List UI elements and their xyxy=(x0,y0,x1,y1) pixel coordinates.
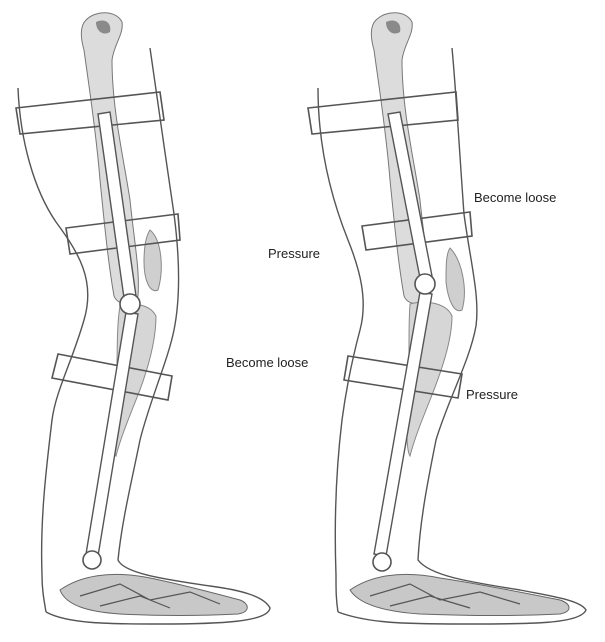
label-pressure-upper: Pressure xyxy=(268,247,320,261)
foot-bones-right xyxy=(350,574,569,615)
label-become-loose-lower: Become loose xyxy=(226,356,308,370)
label-become-loose-upper: Become loose xyxy=(474,191,556,205)
ankle-joint-left xyxy=(83,551,101,569)
upright-bar-lower-right xyxy=(374,292,432,556)
leg-outline-back-right xyxy=(318,88,363,612)
ankle-joint-right xyxy=(373,553,391,571)
patella-right xyxy=(446,248,464,311)
knee-joint-right xyxy=(415,274,435,294)
label-pressure-lower: Pressure xyxy=(466,388,518,402)
leg-figure-left xyxy=(16,13,270,624)
knee-joint-left xyxy=(120,294,140,314)
patella-left xyxy=(144,230,161,291)
leg-outline-back-left xyxy=(18,88,88,612)
leg-outline-front-right xyxy=(338,48,586,624)
upright-bar-lower-left xyxy=(86,312,138,556)
leg-figure-right xyxy=(308,13,586,624)
foot-bones-left xyxy=(60,574,247,615)
thigh-cuff-left xyxy=(16,92,164,134)
